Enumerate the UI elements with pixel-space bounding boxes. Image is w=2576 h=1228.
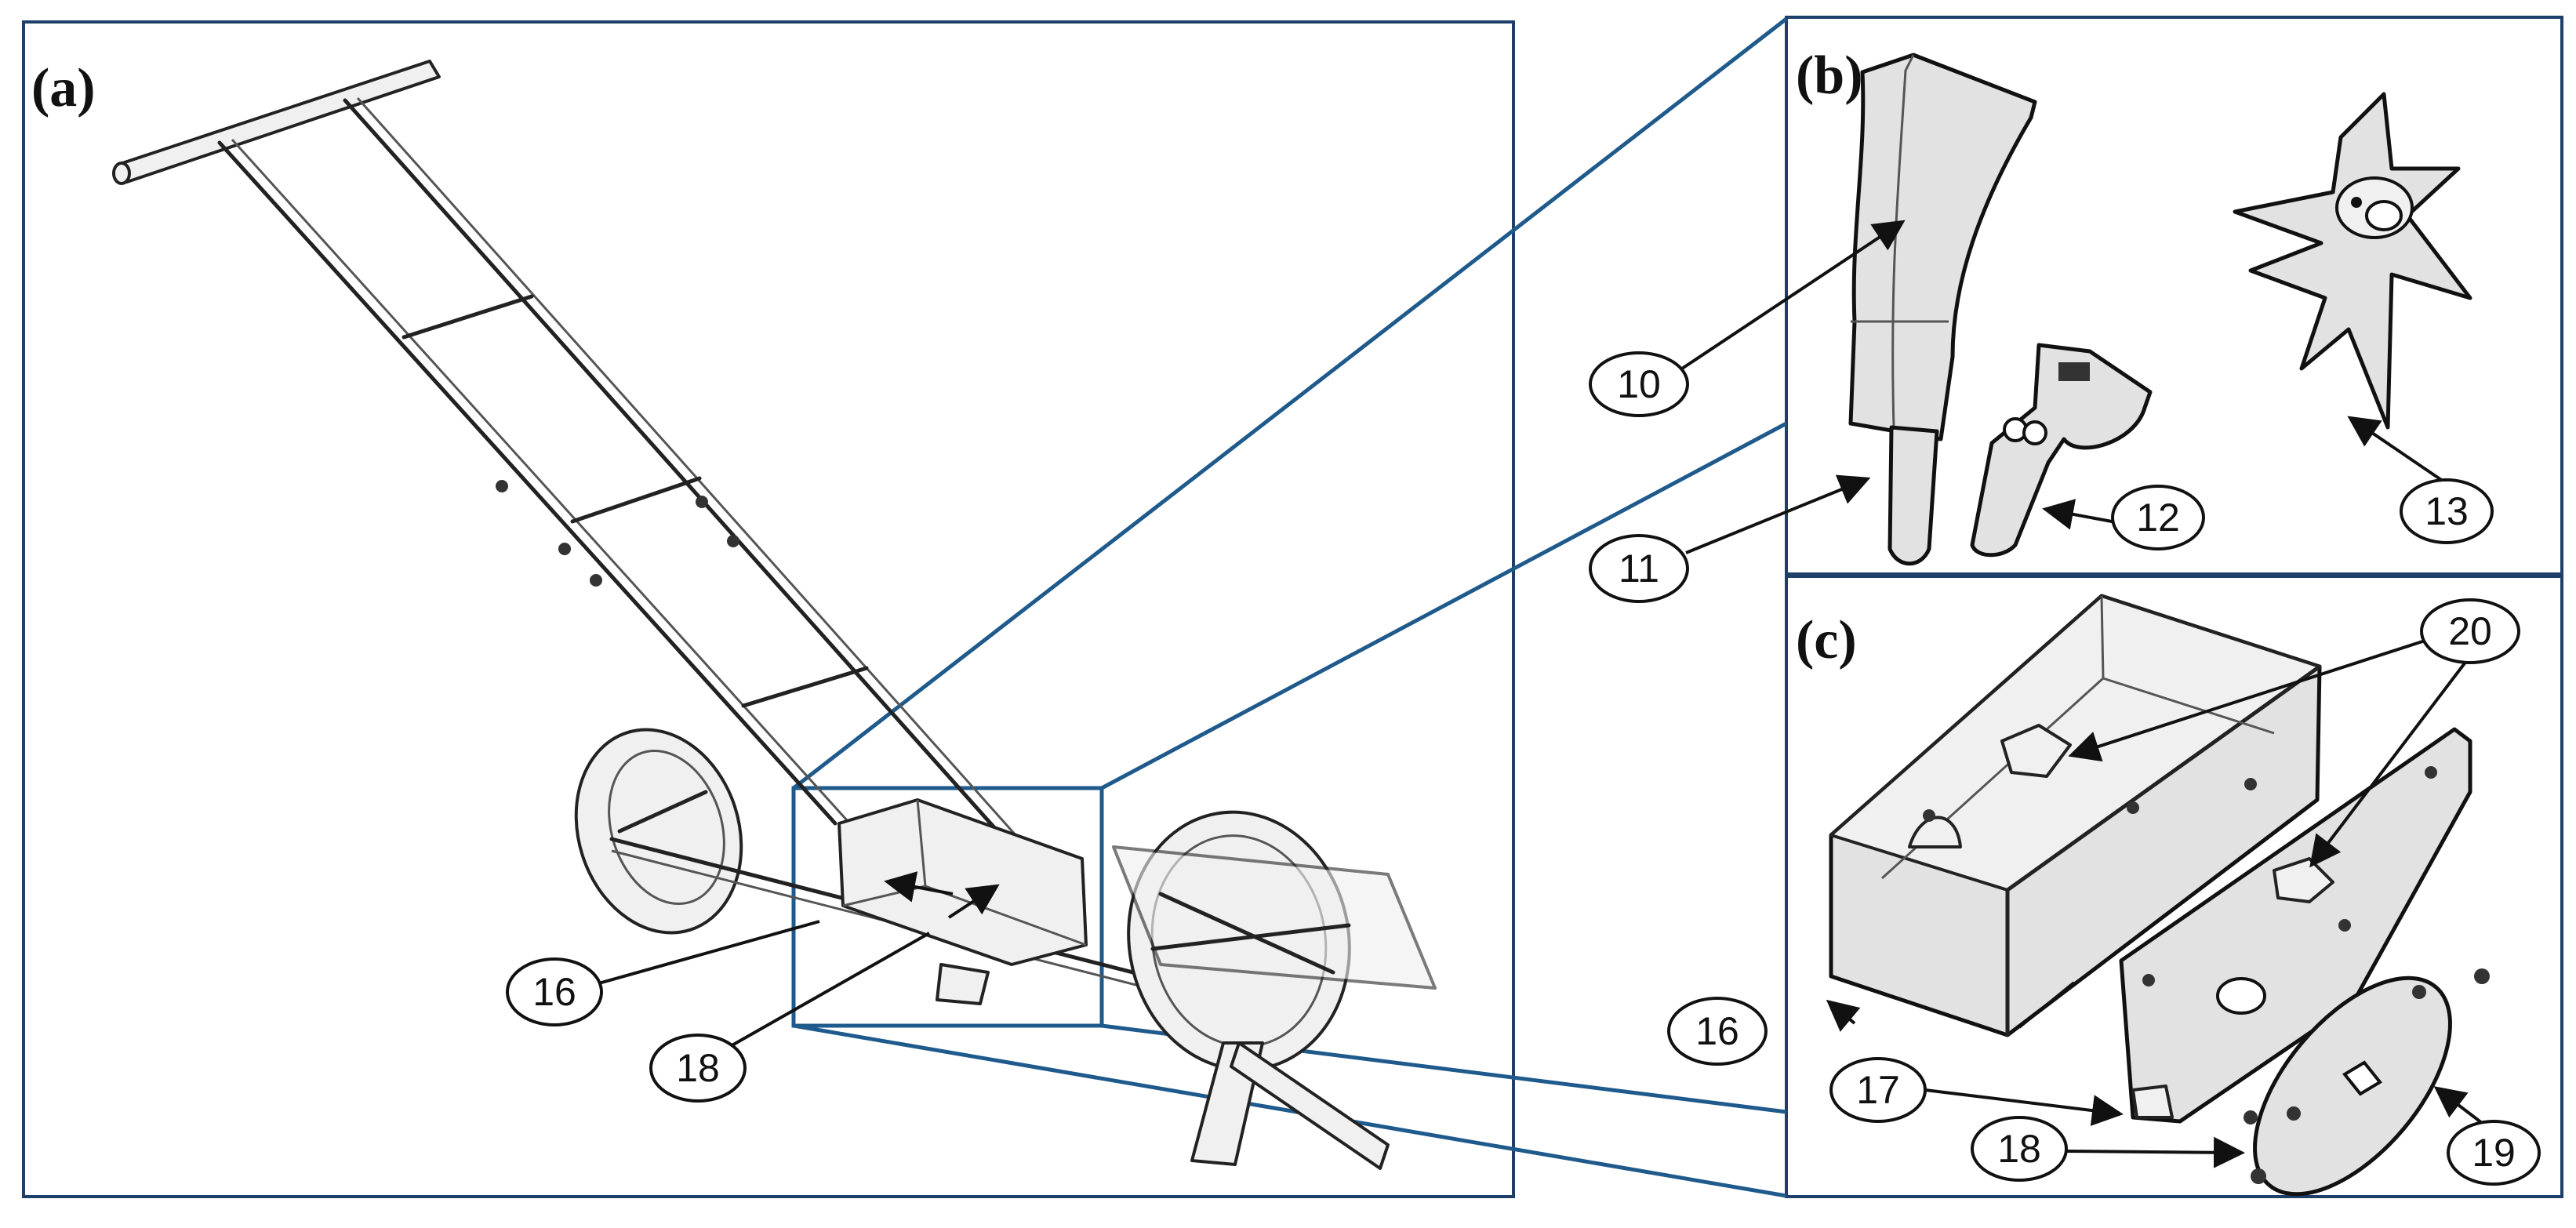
seeder-drawing	[112, 60, 1437, 1170]
callout-a-18-label: 18	[676, 1046, 720, 1090]
callout-c-20-label: 20	[2448, 609, 2492, 653]
callout-c-19: 19	[2447, 1120, 2541, 1186]
seed-tube-part-10	[1848, 53, 2037, 441]
metering-disc-part-19	[2244, 968, 2490, 1197]
callout-b-12-label: 12	[2136, 496, 2180, 540]
callout-b-10-label: 10	[1617, 362, 1661, 406]
callout-c-20: 20	[2420, 598, 2520, 664]
panel-a-frame	[22, 20, 1515, 1198]
callout-b-10: 10	[1589, 351, 1689, 417]
callout-c-18-label: 18	[1997, 1127, 2041, 1171]
panel-b-frame	[1785, 16, 2563, 576]
tube-tip-part-11	[1887, 425, 1939, 566]
callout-a-16-label: 16	[532, 970, 576, 1014]
callout-c-17: 17	[1829, 1057, 1927, 1123]
callout-b-11-label: 11	[1619, 547, 1659, 590]
callout-b-13-label: 13	[2425, 489, 2469, 533]
callout-b-11: 11	[1589, 534, 1689, 603]
callout-a-18: 18	[649, 932, 930, 1103]
opener-part-12	[1970, 343, 2153, 558]
star-wheel-part-13	[2233, 92, 2472, 430]
callout-b-12: 12	[2111, 485, 2205, 550]
zoom-box	[791, 786, 1104, 1028]
callout-c-17-label: 17	[1856, 1068, 1900, 1112]
panel-b-label: (b)	[1796, 45, 1863, 106]
panel-a-label: (a)	[31, 58, 96, 118]
callout-c-16-label: 16	[1695, 1009, 1739, 1053]
zoom-connectors	[791, 17, 1788, 1198]
panel-c-frame	[1785, 575, 2563, 1198]
callout-c-19-label: 19	[2472, 1131, 2516, 1175]
callout-a-16: 16	[506, 920, 820, 1026]
panel-c-label: (c)	[1796, 610, 1857, 670]
callout-c-16: 16	[1667, 997, 1768, 1066]
side-plate-part-17	[2119, 727, 2472, 1124]
callout-c-18: 18	[1971, 1116, 2068, 1182]
callout-b-13: 13	[2400, 478, 2494, 544]
